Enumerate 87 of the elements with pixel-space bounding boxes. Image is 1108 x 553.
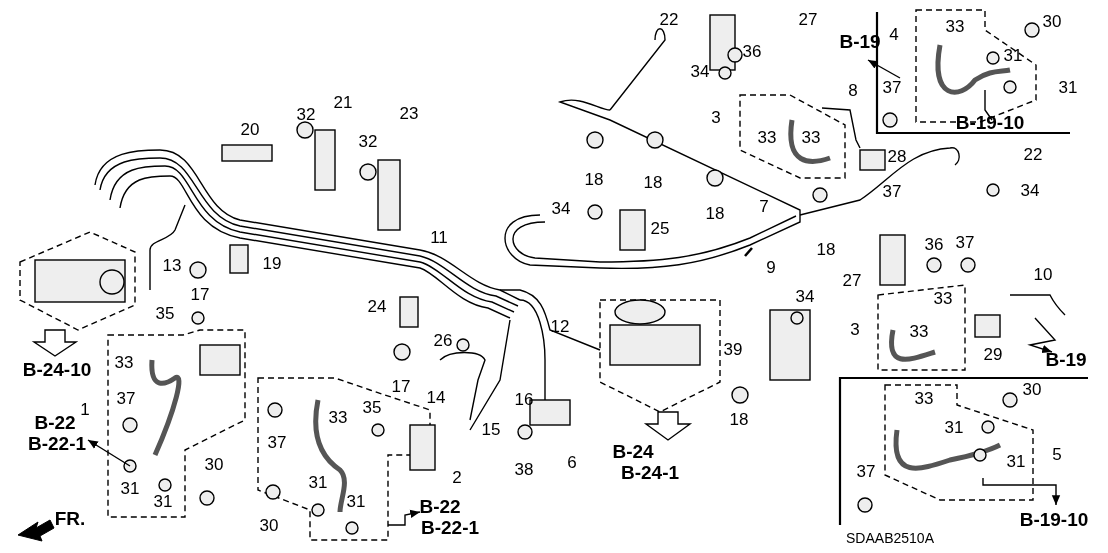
callout-number: 37	[856, 463, 876, 481]
callout-number: 10	[1033, 266, 1053, 284]
callout-number: 17	[190, 286, 210, 304]
callout-number: 34	[551, 200, 571, 218]
callout-number: 35	[362, 399, 382, 417]
callout-number: 12	[550, 318, 570, 336]
callout-number: 35	[155, 305, 175, 323]
callout-number: 31	[1058, 79, 1078, 97]
callout-number: 37	[267, 434, 287, 452]
callout-number: 6	[567, 454, 577, 472]
callout-number: 31	[1006, 453, 1026, 471]
callout-number: 34	[795, 288, 815, 306]
callout-number: 33	[914, 390, 934, 408]
callout-number: 30	[1022, 381, 1042, 399]
reference-label: B-24-1	[620, 464, 680, 482]
reference-label: B-19-10	[1019, 511, 1089, 529]
callout-number: 3	[850, 321, 860, 339]
callout-number: 18	[643, 174, 663, 192]
reference-label: B-22-1	[27, 435, 87, 453]
callout-number: 33	[801, 129, 821, 147]
callout-number: 37	[955, 234, 975, 252]
callout-number: 37	[882, 79, 902, 97]
callout-number: 33	[933, 290, 953, 308]
reference-label: B-24-10	[22, 361, 92, 379]
callout-number: 31	[308, 474, 328, 492]
callout-number: 33	[114, 354, 134, 372]
callout-number: 31	[120, 480, 140, 498]
callout-number: 31	[1003, 47, 1023, 65]
callout-number: 18	[816, 241, 836, 259]
callout-number: 33	[757, 129, 777, 147]
callout-number: 3	[711, 109, 721, 127]
callout-number: 26	[433, 332, 453, 350]
callout-number: 15	[481, 421, 501, 439]
reference-label: B-19-10	[955, 114, 1025, 132]
callout-number: 14	[426, 389, 446, 407]
callout-number: 36	[924, 236, 944, 254]
callout-number: 17	[391, 378, 411, 396]
callout-number: 34	[690, 63, 710, 81]
callout-number: 21	[333, 94, 353, 112]
callout-number: 33	[909, 323, 929, 341]
callout-number: 30	[204, 456, 224, 474]
callout-number: 37	[116, 390, 136, 408]
callout-number: 33	[945, 18, 965, 36]
callout-number: 27	[842, 272, 862, 290]
callout-number: 37	[882, 183, 902, 201]
callout-number: 8	[848, 82, 858, 100]
callout-number: 38	[514, 461, 534, 479]
callout-number: 39	[723, 341, 743, 359]
callout-number: 20	[240, 121, 260, 139]
callout-number: 7	[759, 198, 769, 216]
reference-label: B-22-1	[420, 519, 480, 537]
reference-label: B-19	[1045, 351, 1087, 369]
callout-number: 18	[705, 205, 725, 223]
callout-number: 22	[659, 11, 679, 29]
callout-number: 28	[887, 148, 907, 166]
callout-number: 36	[742, 43, 762, 61]
callout-number: 1	[80, 401, 90, 419]
callout-number: 18	[584, 171, 604, 189]
callout-number: 13	[162, 257, 182, 275]
callout-number: 25	[650, 220, 670, 238]
reference-label: FR.	[54, 510, 86, 528]
callout-number: 11	[430, 229, 448, 247]
reference-label: B-22	[34, 414, 76, 432]
callout-number: 18	[729, 411, 749, 429]
callout-number: 27	[798, 11, 818, 29]
callout-number: 32	[296, 106, 316, 124]
reference-label: B-24	[612, 443, 654, 461]
callout-number: 16	[514, 391, 534, 409]
callout-number: 5	[1052, 446, 1062, 464]
callout-number: 31	[346, 493, 366, 511]
drawing-code: SDAAB2510A	[846, 529, 934, 547]
callout-number: 2	[452, 469, 462, 487]
callout-number: 31	[153, 493, 173, 511]
reference-label: B-22	[419, 498, 461, 516]
callout-number: 22	[1023, 146, 1043, 164]
callout-number: 23	[399, 105, 419, 123]
callout-number: 32	[358, 133, 378, 151]
callout-number: 29	[983, 346, 1003, 364]
callout-number: 4	[889, 26, 899, 44]
callout-number: 30	[259, 517, 279, 535]
callout-number: 19	[262, 255, 282, 273]
callout-number: 33	[328, 409, 348, 427]
callout-number: 24	[367, 298, 387, 316]
callout-number: 31	[944, 419, 964, 437]
callout-number: 9	[766, 259, 776, 277]
callout-number: 30	[1042, 13, 1062, 31]
callout-number: 34	[1020, 182, 1040, 200]
